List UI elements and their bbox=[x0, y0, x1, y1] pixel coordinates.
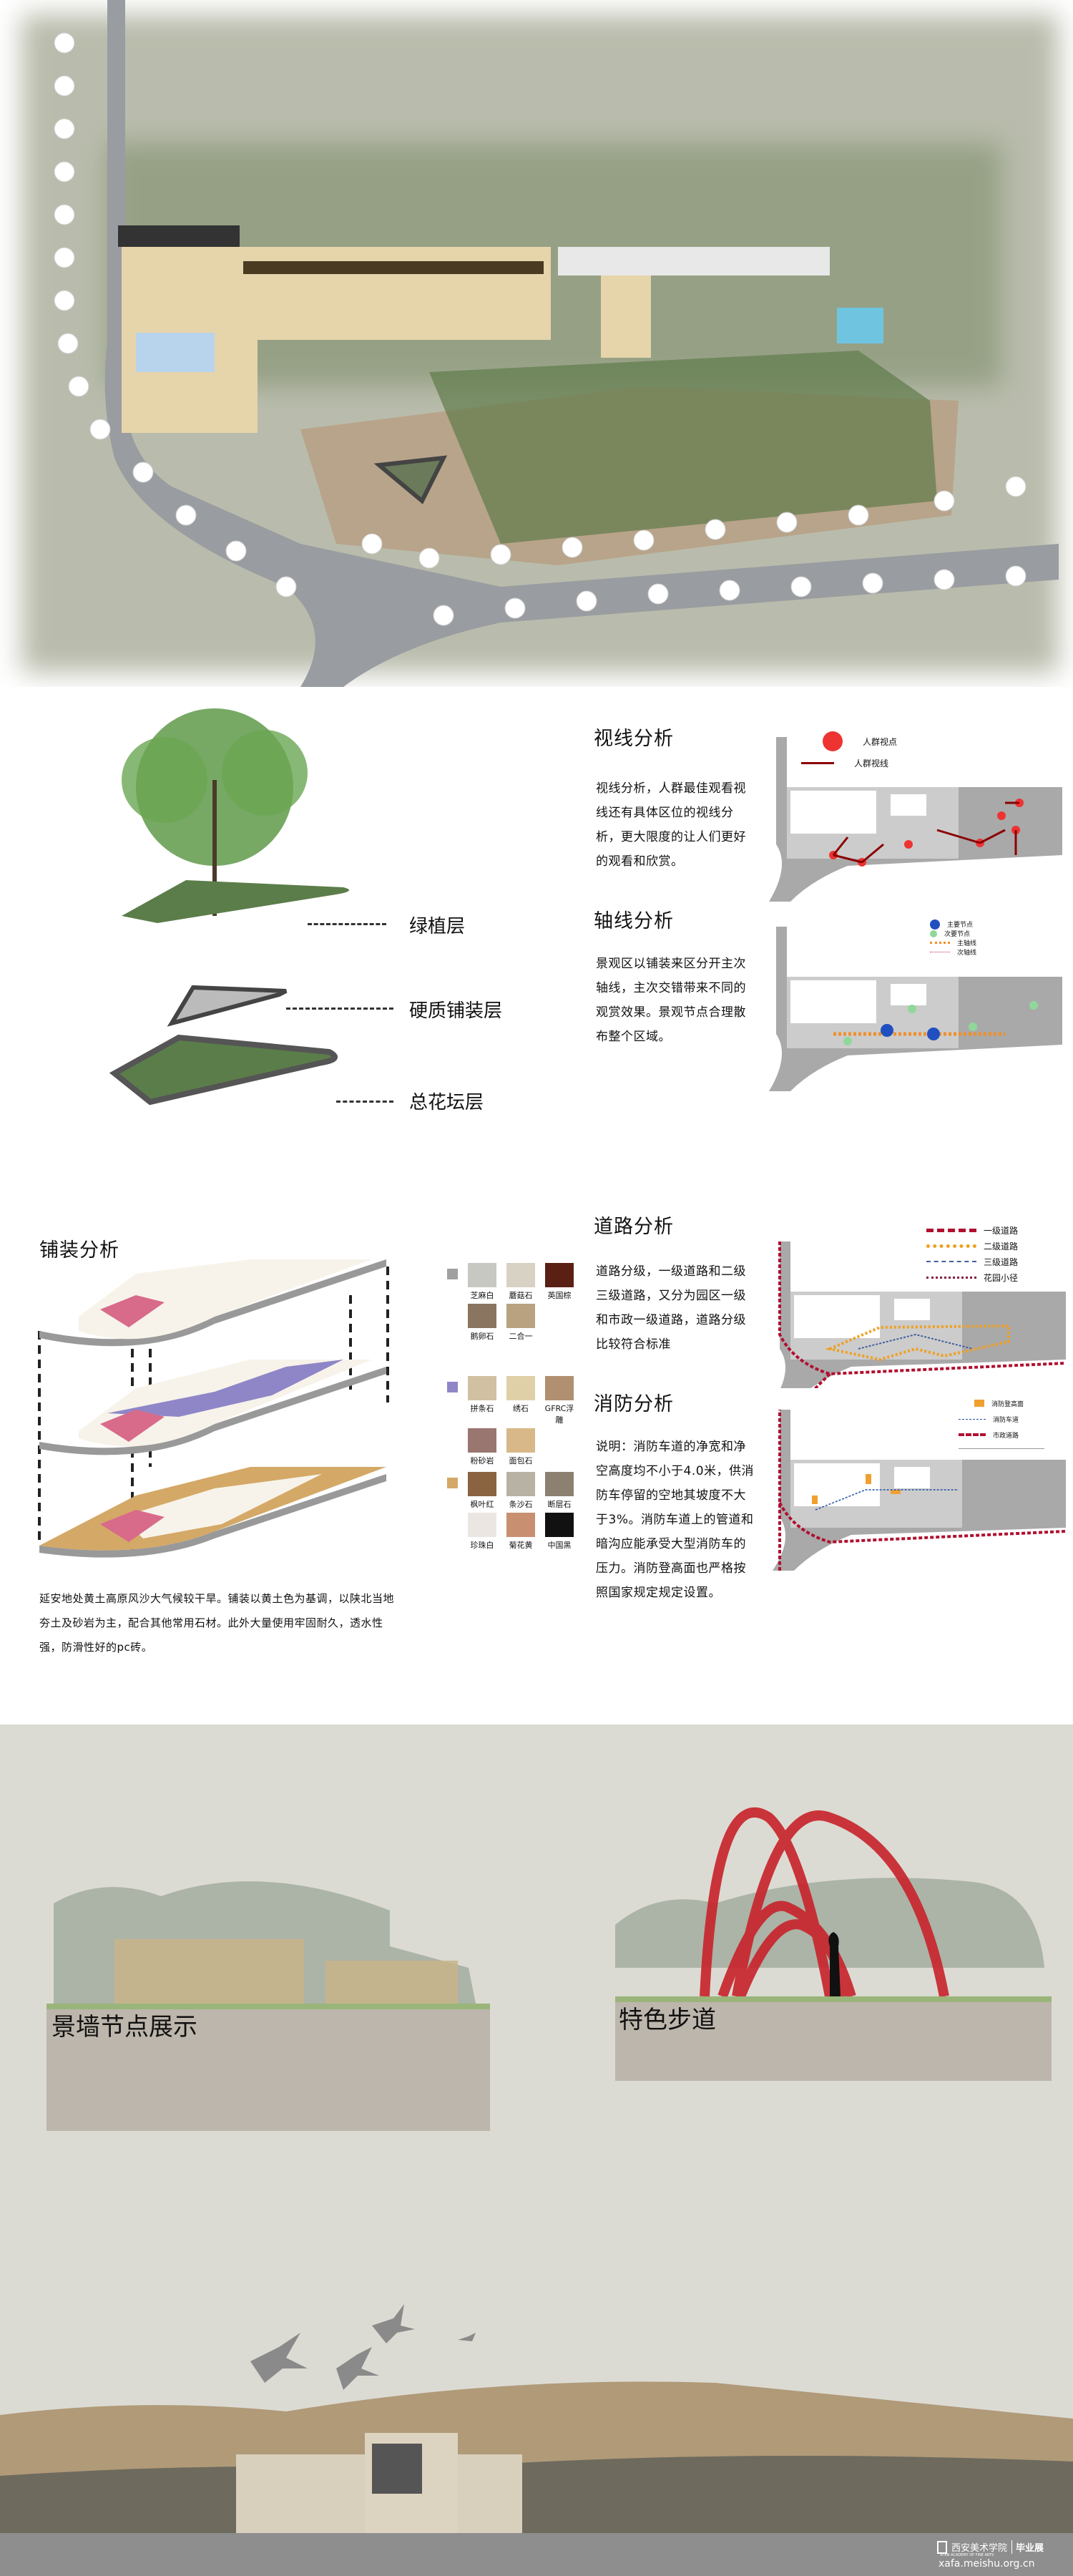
paving-analysis-text: 延安地处黄土高原风沙大气候较干旱。铺装以黄土色为基调，以陕北当地夯土及砂岩为主，… bbox=[39, 1592, 395, 1654]
legend-color-swatch bbox=[447, 1382, 458, 1392]
paving-material-group-1: 芝麻白 蘑菇石 英国棕 鹅卵石 二合一 bbox=[447, 1263, 587, 1342]
legend-color-swatch bbox=[447, 1478, 458, 1488]
legend-label: 花园小径 bbox=[984, 1272, 1019, 1283]
feature-walkway-label: 特色步道 bbox=[619, 2006, 716, 2034]
fire-legend: 消防登高面 消防车道 市政道路 bbox=[959, 1395, 1044, 1449]
material-swatch: 鹅卵石 bbox=[465, 1304, 499, 1342]
site-panorama bbox=[0, 2304, 1073, 2576]
axis-legend: 主要节点 次要节点 主轴线 次轴线 bbox=[930, 919, 976, 957]
material-swatch: 菊花黄 bbox=[504, 1513, 538, 1551]
secondary-road-icon bbox=[926, 1244, 976, 1248]
site-plan bbox=[0, 0, 1073, 687]
material-swatch: 粉砂岩 bbox=[465, 1428, 499, 1466]
axis-map bbox=[769, 927, 1062, 1091]
watermark-school-en: XI'AN ACADEMY OF FINE ARTS bbox=[940, 2553, 994, 2557]
school-logo-icon bbox=[937, 2540, 947, 2554]
viewpoint-icon bbox=[823, 731, 843, 751]
label-hard-paving-layer: 硬质铺装层 bbox=[409, 1000, 503, 1022]
legend-color-swatch bbox=[447, 1269, 458, 1279]
material-swatch: 枫叶红 bbox=[465, 1472, 499, 1510]
main-node-icon bbox=[930, 919, 940, 930]
paving-exploded-diagram bbox=[38, 1259, 389, 1558]
paving-material-group-2: 拼条石 绣石 GFRC浮雕 粉砂岩 面包石 bbox=[447, 1376, 587, 1466]
legend-label: 消防车道 bbox=[993, 1416, 1019, 1424]
leader-line bbox=[336, 1101, 393, 1103]
paving-material-group-3: 枫叶红 条沙石 断层石 珍珠白 菊花黄 中国黑 bbox=[447, 1472, 587, 1551]
fire-lane-icon bbox=[959, 1418, 986, 1420]
material-swatch: 拼条石 bbox=[465, 1376, 499, 1425]
main-axis-icon bbox=[930, 942, 950, 944]
road-analysis-title: 道路分析 bbox=[594, 1216, 674, 1238]
bird-silhouettes bbox=[250, 2304, 476, 2390]
sight-analysis-title: 视线分析 bbox=[594, 728, 674, 750]
label-green-layer: 绿植层 bbox=[409, 916, 466, 937]
legend-label: 一级道路 bbox=[984, 1225, 1019, 1236]
fire-analysis-title: 消防分析 bbox=[594, 1393, 674, 1415]
material-swatch: 断层石 bbox=[542, 1472, 577, 1510]
legend-label: 主轴线 bbox=[957, 940, 977, 947]
legend-label: 人群视线 bbox=[854, 758, 889, 769]
landscape-wall-label: 景墙节点展示 bbox=[52, 2013, 197, 2041]
material-swatch: 二合一 bbox=[504, 1304, 538, 1342]
sight-analysis-text: 视线分析，人群最佳观看视线还有具体区位的视线分析，更大限度的让人们更好的观看和欣… bbox=[596, 781, 746, 869]
sight-map bbox=[769, 737, 1062, 902]
site-plan-drawing bbox=[21, 0, 1059, 687]
legend-label: 次要节点 bbox=[944, 931, 971, 938]
material-swatch: 蘑菇石 bbox=[504, 1263, 538, 1301]
legend-divider bbox=[959, 1448, 1044, 1449]
legend-label: 次轴线 bbox=[957, 950, 977, 957]
municipal-road-icon bbox=[959, 1433, 986, 1436]
material-swatch: 绣石 bbox=[504, 1376, 538, 1425]
material-swatch: 条沙石 bbox=[504, 1472, 538, 1510]
watermark-tag: 毕业展 bbox=[1011, 2540, 1044, 2554]
fire-analysis-text: 说明：消防车道的净宽和净空高度均不小于4.0米，供消防车停留的空地其坡度不大于3… bbox=[596, 1440, 755, 1600]
legend-label: 市政道路 bbox=[993, 1432, 1019, 1440]
axis-analysis-text: 景观区以铺装来区分开主次轴线，主次交错带来不同的观赏效果。景观节点合理散布整个区… bbox=[596, 957, 746, 1044]
watermark-school: 西安美术学院 bbox=[951, 2543, 1008, 2554]
primary-road-icon bbox=[926, 1228, 976, 1232]
analysis-section: 绿植层 硬质铺装层 总花坛层 视线分析 视线分析，人群最佳观看视线还有具体区位的… bbox=[0, 687, 1073, 1724]
legend-label: 主要节点 bbox=[947, 922, 974, 929]
road-map bbox=[778, 1241, 1067, 1388]
tertiary-road-icon bbox=[926, 1261, 976, 1262]
fire-ascent-face-icon bbox=[974, 1400, 984, 1407]
watermark: 西安美术学院 毕业展 bbox=[937, 2540, 1044, 2554]
feature-walkway-elevation bbox=[615, 1807, 1052, 2081]
sight-arrow-icon bbox=[801, 761, 834, 764]
garden-path-icon bbox=[926, 1276, 976, 1279]
person-silhouette bbox=[828, 1932, 841, 1996]
material-swatch: 英国棕 bbox=[542, 1263, 577, 1301]
legend-label: 三级道路 bbox=[984, 1257, 1019, 1267]
leader-line bbox=[308, 923, 386, 925]
sight-legend: 人群视点 人群视线 bbox=[801, 731, 898, 771]
material-swatch: GFRC浮雕 bbox=[542, 1376, 577, 1425]
watermark-url: xafa.meishu.org.cn bbox=[939, 2558, 1035, 2570]
legend-label: 二级道路 bbox=[984, 1241, 1019, 1252]
legend-label: 人群视点 bbox=[863, 736, 898, 747]
paving-analysis-title: 铺装分析 bbox=[39, 1239, 119, 1262]
material-swatch: 中国黑 bbox=[542, 1513, 577, 1551]
landscape-wall-elevation bbox=[46, 1881, 490, 2131]
leader-line bbox=[286, 1008, 393, 1010]
label-flowerbed-layer: 总花坛层 bbox=[409, 1092, 484, 1113]
legend-label: 消防登高面 bbox=[991, 1400, 1024, 1408]
secondary-node-icon bbox=[930, 930, 937, 937]
material-swatch: 珍珠白 bbox=[465, 1513, 499, 1551]
material-swatch: 芝麻白 bbox=[465, 1263, 499, 1301]
road-analysis-text: 道路分级，一级道路和二级三级道路，又分为园区一级和市政一级道路，道路分级比较符合… bbox=[596, 1264, 746, 1352]
elevation-section: 景墙节点展示 特色步道 西安美术学院 毕业展 XI'AN ACADEMY OF … bbox=[0, 1724, 1073, 2576]
material-swatch: 面包石 bbox=[504, 1428, 538, 1466]
axis-analysis-title: 轴线分析 bbox=[594, 910, 674, 932]
road-legend: 一级道路 二级道路 三级道路 花园小径 bbox=[926, 1222, 1018, 1285]
tree-layer-diagram bbox=[109, 708, 349, 1106]
fire-map bbox=[773, 1410, 1067, 1571]
